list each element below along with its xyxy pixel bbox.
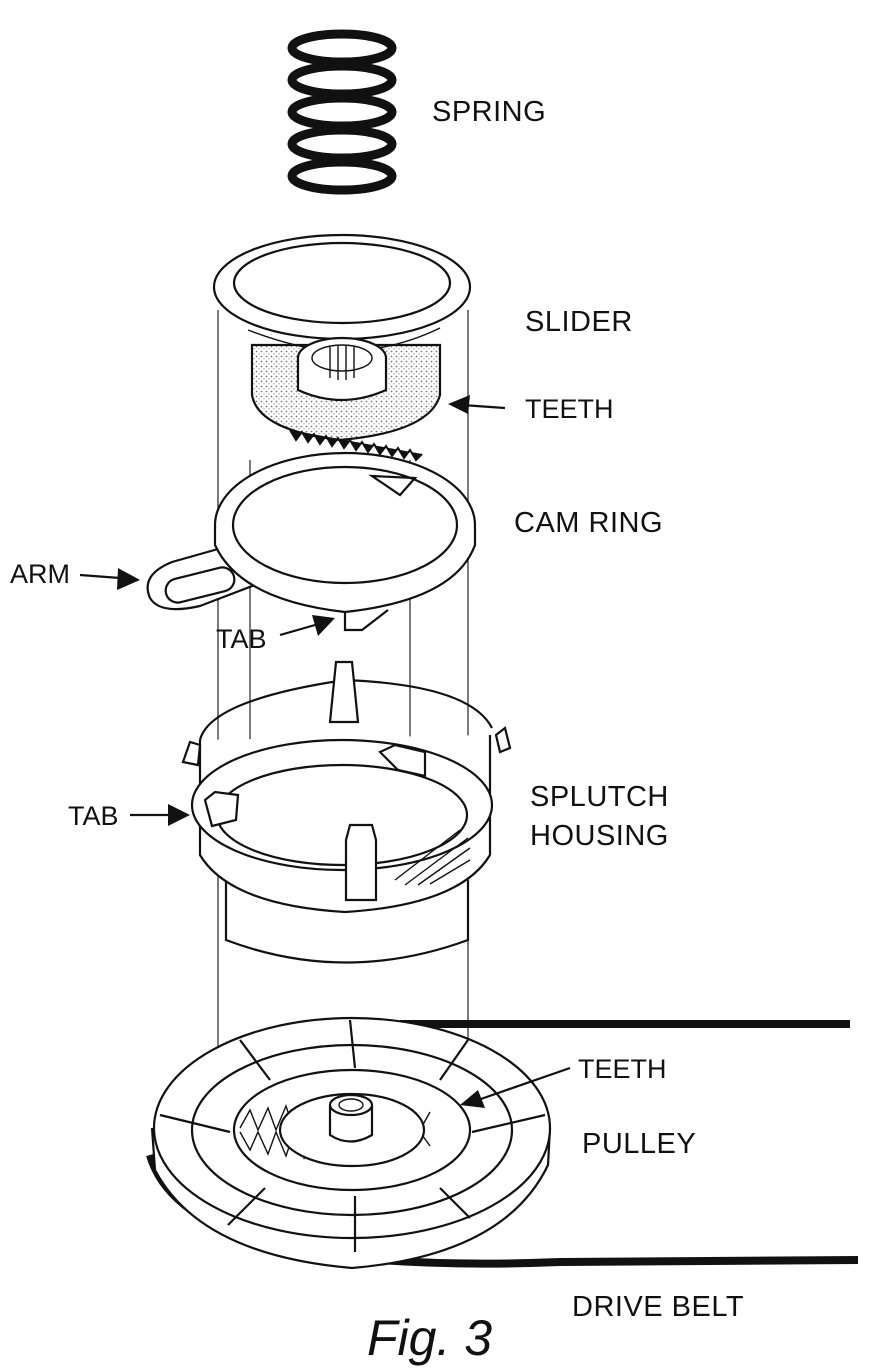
splutch-housing	[181, 660, 512, 964]
label-arm: ARM	[10, 559, 70, 589]
label-housing: HOUSING	[530, 820, 669, 852]
spring	[287, 29, 397, 195]
figure-caption: Fig. 3	[367, 1310, 492, 1366]
label-tab-housing: TAB	[68, 801, 119, 831]
label-cam-ring: CAM RING	[514, 507, 663, 539]
label-splutch: SPLUTCH	[530, 781, 669, 813]
label-drive-belt: DRIVE BELT	[572, 1291, 744, 1323]
cam-ring	[146, 451, 477, 632]
arrow-tab-cam	[279, 623, 316, 637]
label-teeth-pulley: TEETH	[578, 1054, 667, 1084]
arrow-teeth-slider	[461, 403, 506, 410]
label-pulley: PULLEY	[582, 1128, 696, 1160]
label-spring: SPRING	[432, 96, 546, 128]
arrow-arm	[79, 573, 121, 580]
slider	[212, 233, 472, 462]
label-slider: SLIDER	[525, 306, 633, 338]
pulley	[150, 1016, 552, 1270]
pointer-arrows	[79, 395, 571, 1108]
label-tab-cam: TAB	[216, 624, 267, 654]
slider-teeth	[289, 429, 423, 462]
arrow-teeth-pulley	[477, 1066, 571, 1102]
label-teeth-slider: TEETH	[525, 394, 614, 424]
